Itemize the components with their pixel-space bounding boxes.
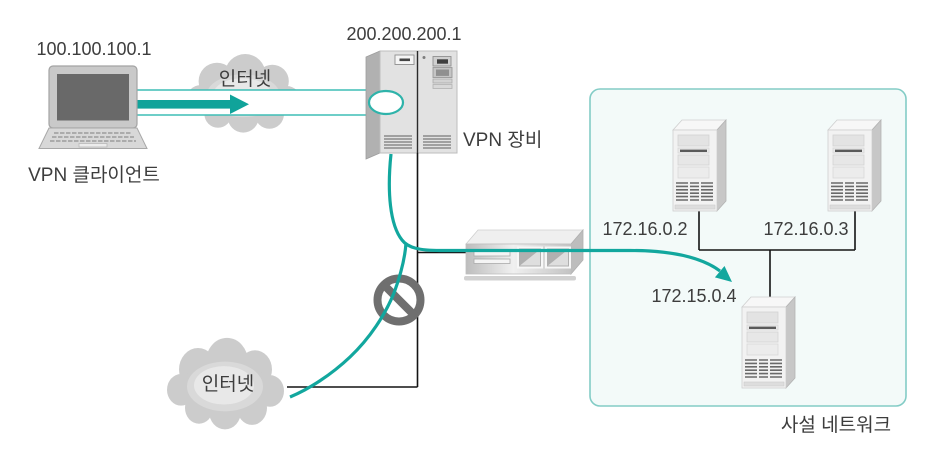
private-network-box: [589, 88, 907, 407]
gateway-ip-label: 200.200.200.1: [346, 24, 461, 44]
flow-arrowhead: [714, 266, 732, 282]
server1-ip-label: 172.16.0.2: [602, 219, 687, 239]
server3-ip-label: 172.15.0.4: [651, 286, 736, 306]
switch-icon: [464, 228, 584, 281]
private-network-label: 사설 네트워크: [781, 414, 891, 436]
allowed-flow-path: [387, 153, 721, 273]
laptop-icon: [38, 65, 148, 149]
server3-icon: [741, 296, 796, 389]
client-ip-label: 100.100.100.1: [36, 39, 151, 59]
vpn-gateway-label: VPN 장비: [463, 129, 542, 151]
internet-top-label: 인터넷: [219, 68, 271, 90]
tunnel-opening: [367, 89, 405, 116]
internet-bottom-label: 인터넷: [202, 373, 254, 395]
vpn-client-label: VPN 클라이언트: [28, 164, 160, 186]
flow-arrow-tunnel: [133, 94, 249, 114]
server2-icon: [827, 119, 882, 212]
server1-icon: [672, 119, 727, 212]
blocked-flow-path: [289, 242, 408, 399]
server2-ip-label: 172.16.0.3: [763, 219, 848, 239]
